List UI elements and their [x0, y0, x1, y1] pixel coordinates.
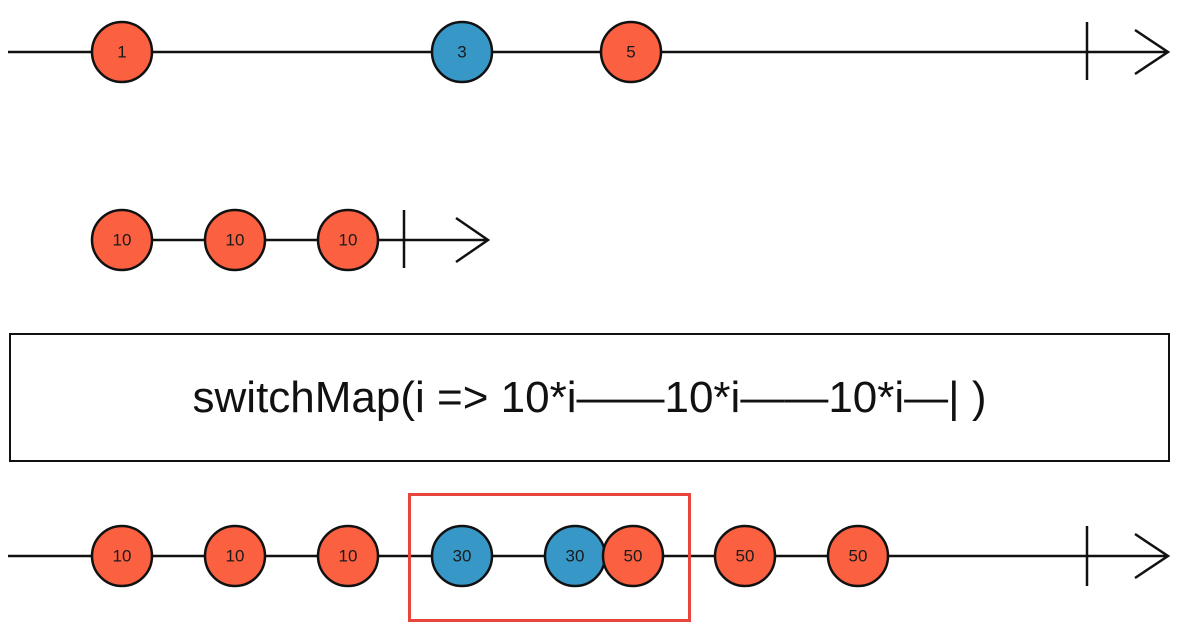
marble-output-3: 30 — [430, 524, 494, 588]
marble-output-0: 10 — [90, 524, 154, 588]
marble-label: 10 — [226, 231, 245, 250]
marble-output-1: 10 — [203, 524, 267, 588]
marble-output-2: 10 — [316, 524, 380, 588]
marble-label: 10 — [339, 231, 358, 250]
marble-source-2: 5 — [599, 20, 663, 84]
marble-circle — [430, 20, 494, 84]
marble-source-1: 3 — [430, 20, 494, 84]
marble-label: 1 — [117, 43, 126, 62]
marble-circle — [430, 524, 494, 588]
marble-label: 30 — [453, 547, 472, 566]
marble-output-6: 50 — [713, 524, 777, 588]
marble-label: 30 — [566, 547, 585, 566]
marble-circle — [203, 208, 267, 272]
marble-circle — [713, 524, 777, 588]
marble-inner-2: 10 — [316, 208, 380, 272]
output-timeline: 10 10 10 30 30 50 50 50 — [8, 524, 1171, 588]
highlight-box — [408, 493, 691, 622]
inner-arrow-head — [455, 216, 491, 264]
marble-circle — [316, 524, 380, 588]
marble-label: 10 — [226, 547, 245, 566]
marble-source-0: 1 — [90, 20, 154, 84]
marble-label: 50 — [624, 547, 643, 566]
marble-inner-0: 10 — [90, 208, 154, 272]
marble-label: 10 — [113, 547, 132, 566]
marble-circle — [90, 208, 154, 272]
marble-label: 10 — [339, 547, 358, 566]
marble-circle — [601, 524, 665, 588]
marble-circle — [203, 524, 267, 588]
source-marbles: 1 3 5 — [90, 20, 663, 84]
operator-label: switchMap(i => 10*i——10*i——10*i—| ) — [192, 372, 987, 422]
inner-timeline: 10 10 10 — [90, 208, 491, 272]
output-arrow-head — [1134, 532, 1171, 580]
marble-label: 50 — [849, 547, 868, 566]
marble-circle — [90, 20, 154, 84]
source-arrow-head — [1134, 28, 1171, 76]
marble-circle — [316, 208, 380, 272]
output-marbles: 10 10 10 30 30 50 50 50 — [90, 524, 890, 588]
marble-inner-1: 10 — [203, 208, 267, 272]
marble-output-5: 50 — [601, 524, 665, 588]
marble-circle — [826, 524, 890, 588]
marble-circle — [90, 524, 154, 588]
marble-label: 10 — [113, 231, 132, 250]
marble-label: 5 — [626, 43, 635, 62]
marble-label: 50 — [736, 547, 755, 566]
marble-label: 3 — [457, 43, 466, 62]
inner-marbles: 10 10 10 — [90, 208, 380, 272]
marble-circle — [599, 20, 663, 84]
operator-box: switchMap(i => 10*i——10*i——10*i—| ) — [9, 333, 1170, 462]
source-timeline: 1 3 5 — [8, 20, 1171, 84]
marble-output-7: 50 — [826, 524, 890, 588]
